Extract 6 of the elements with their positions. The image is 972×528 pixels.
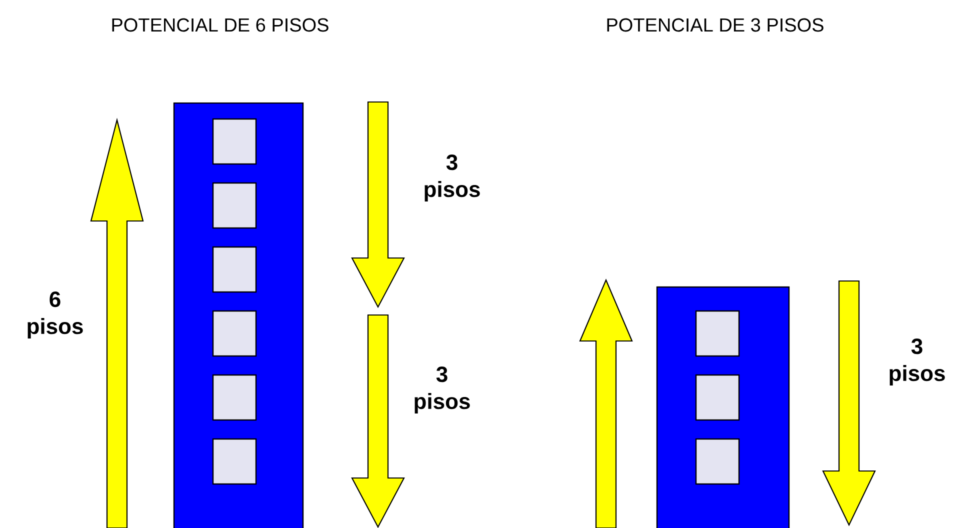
heading: POTENCIAL DE 3 PISOS <box>607 18 824 32</box>
heading: POTENCIAL DE 6 PISOS <box>112 18 328 32</box>
floor-count-label: 3 pisos <box>424 154 480 202</box>
floor-count-label: 3 pisos <box>890 338 945 386</box>
floor-count-label: 6 pisos <box>28 292 83 338</box>
floor-count-label: 3 pisos <box>414 366 470 414</box>
